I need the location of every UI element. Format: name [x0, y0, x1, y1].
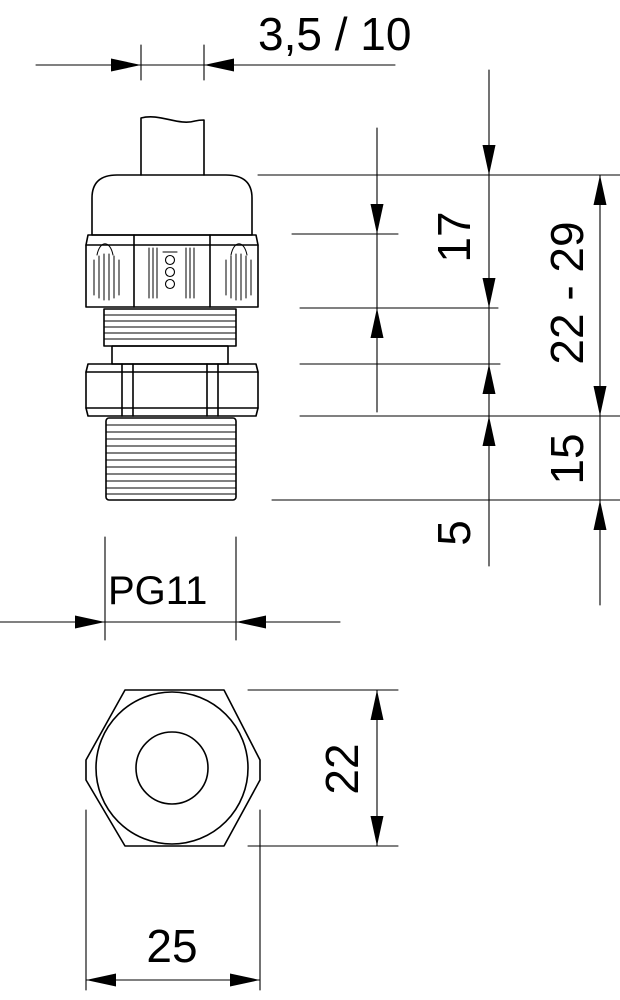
upper-thread: [103, 308, 237, 347]
cable-bore: [135, 731, 209, 805]
cable: [140, 116, 205, 176]
hex-outline: [85, 689, 261, 847]
body-nut: [85, 363, 259, 417]
label-offset: 5: [428, 520, 480, 546]
neck: [111, 345, 229, 365]
label-clamp-height: 17: [428, 211, 480, 262]
lower-thread: [105, 417, 237, 501]
label-thread: PG11: [108, 569, 207, 613]
label-width-across-flats: 22: [316, 743, 368, 794]
dimension-lines: [0, 44, 620, 991]
gland-side-view: [85, 116, 259, 501]
label-total-length: 22 - 29: [541, 221, 593, 364]
hex-nut: [85, 234, 259, 308]
label-thread-length: 15: [541, 433, 593, 484]
gland-top-view: [85, 689, 261, 847]
dome-cap: [91, 174, 253, 236]
label-width-across-corners: 25: [146, 920, 197, 972]
dome-outline: [95, 691, 249, 845]
logo-mark: [162, 251, 178, 290]
arrowheads: [75, 58, 607, 987]
label-cable-range: 3,5 / 10: [258, 8, 411, 60]
